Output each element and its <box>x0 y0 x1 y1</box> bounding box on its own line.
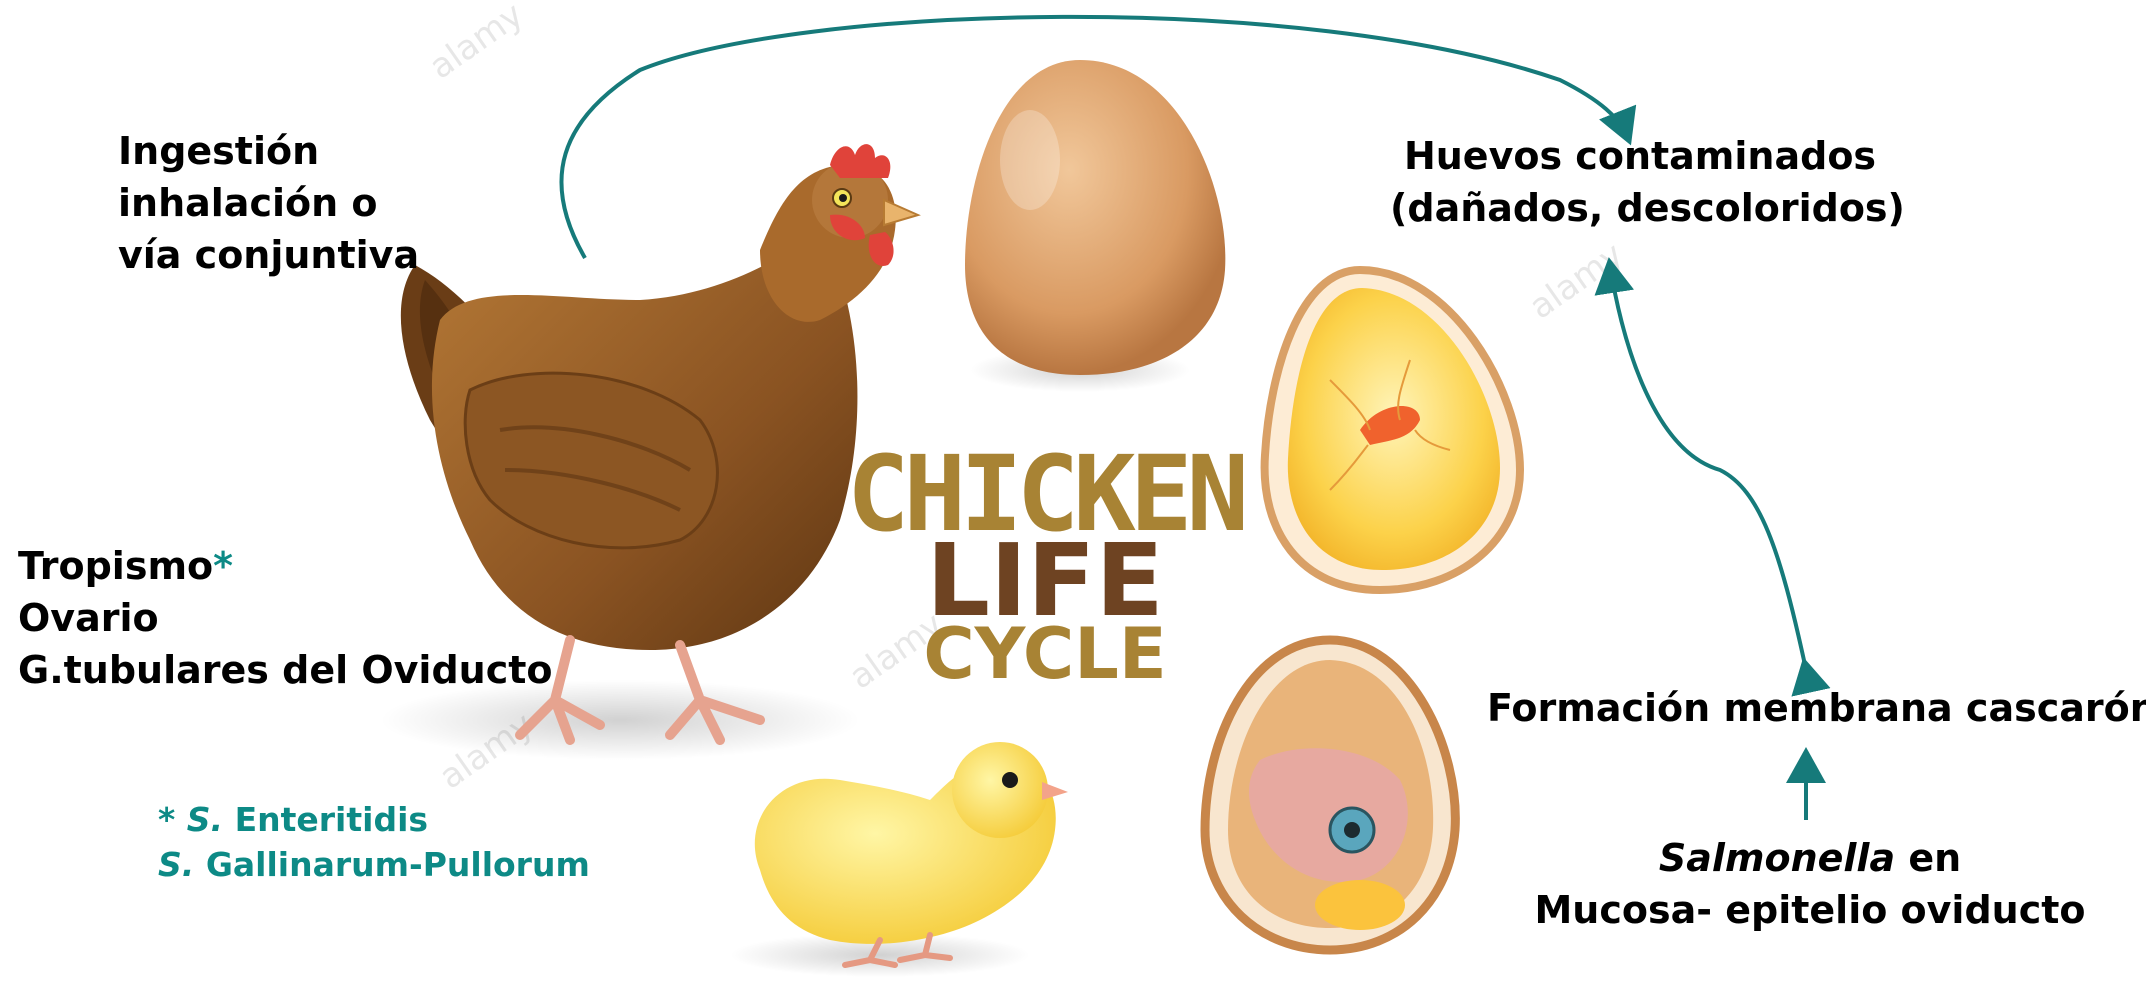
salmonella-line-2: Mucosa- epitelio oviducto <box>1510 884 2110 936</box>
eggs-line-1: Huevos contaminados <box>1390 130 1890 182</box>
ingestion-line-3: vía conjuntiva <box>118 229 419 281</box>
embryo-egg-icon <box>1265 270 1520 590</box>
serovar-line-2: S. Gallinarum-Pullorum <box>158 843 590 887</box>
serovar-line-1: * S. Enteritidis <box>158 798 428 842</box>
logo-line-3: CYCLE <box>923 613 1166 695</box>
brown-egg-icon <box>965 60 1225 375</box>
salmonella-genus: Salmonella <box>1659 836 1895 880</box>
chick-icon <box>755 742 1068 965</box>
watermark-text: alamy <box>422 0 530 87</box>
salmonella-label: Salmonella en Mucosa- epitelio oviducto <box>1510 832 2110 936</box>
ingestion-line-2: inhalación o <box>118 177 419 229</box>
curved-arrow-right <box>1610 265 1805 665</box>
tropism-line-ovary: Ovario <box>18 592 553 644</box>
eggs-line-2: (dañados, descoloridos) <box>1390 182 1890 234</box>
membrane-formation-label: Formación membrana cascarón <box>1487 682 2146 734</box>
tropism-star: * <box>213 544 233 588</box>
tropism-line-oviduct: G.tubulares del Oviducto <box>18 644 553 696</box>
tropism-title: Tropismo <box>18 544 213 588</box>
tropism-label: Tropismo* Ovario G.tubulares del Oviduct… <box>18 540 553 696</box>
contaminated-eggs-label: Huevos contaminados (dañados, descolorid… <box>1390 130 1890 234</box>
chick-in-egg-icon <box>1205 640 1455 950</box>
ingestion-label: Ingestión inhalación o vía conjuntiva <box>118 125 419 281</box>
ingestion-line-1: Ingestión <box>118 125 419 177</box>
